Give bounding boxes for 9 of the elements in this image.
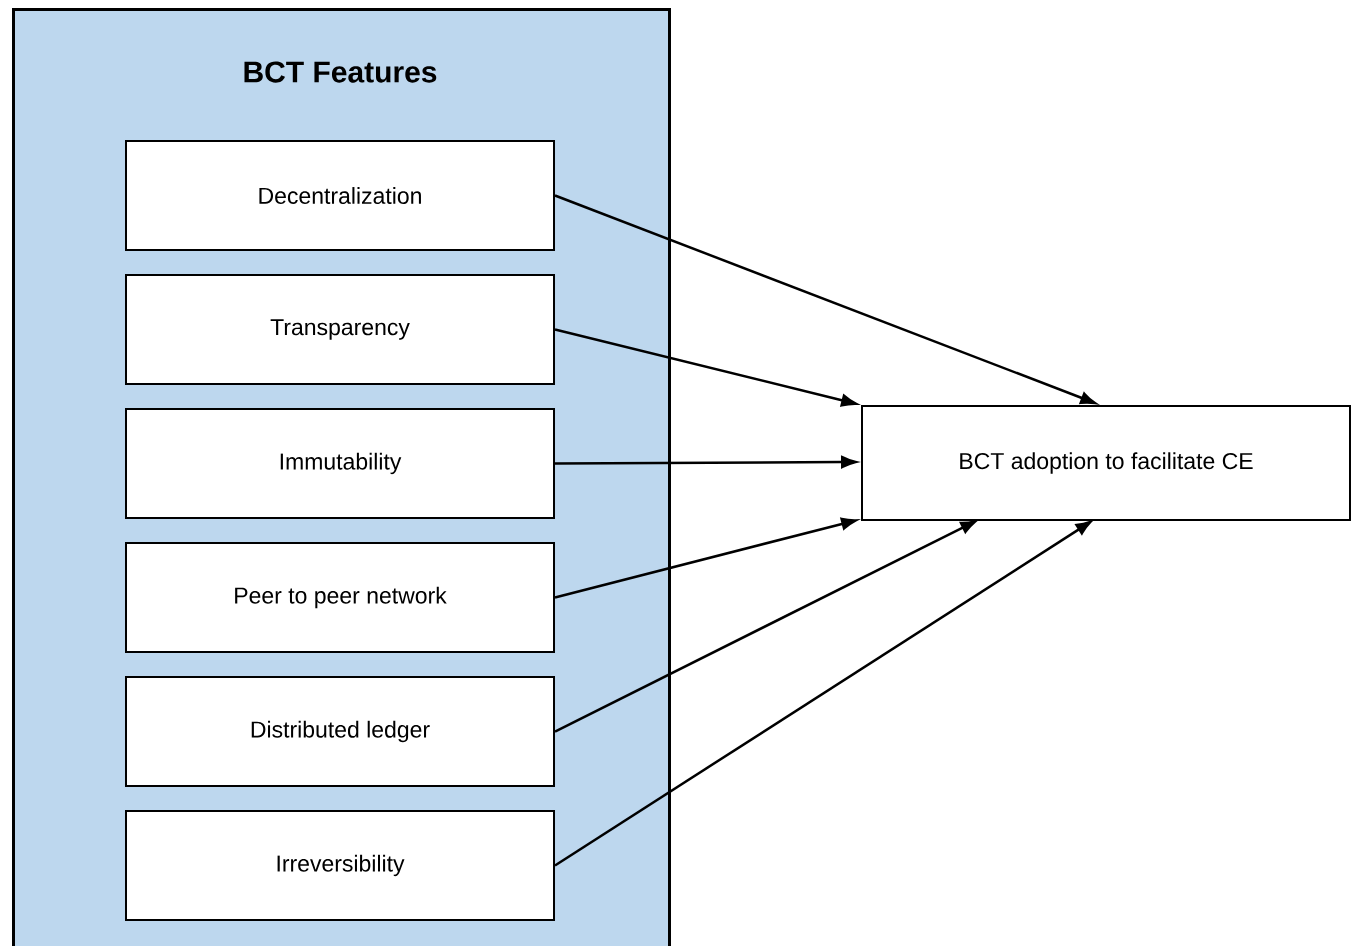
feature-box: Distributed ledger bbox=[125, 676, 555, 787]
feature-box: Peer to peer network bbox=[125, 542, 555, 653]
panel-title: BCT Features bbox=[244, 61, 437, 83]
feature-box: Transparency bbox=[125, 274, 555, 385]
feature-box: Irreversibility bbox=[125, 810, 555, 921]
feature-box: BCT adoption to facilitate CE bbox=[861, 405, 1351, 521]
feature-box: Decentralization bbox=[125, 140, 555, 251]
arrow bbox=[554, 520, 1092, 867]
feature-box: Immutability bbox=[125, 408, 555, 519]
